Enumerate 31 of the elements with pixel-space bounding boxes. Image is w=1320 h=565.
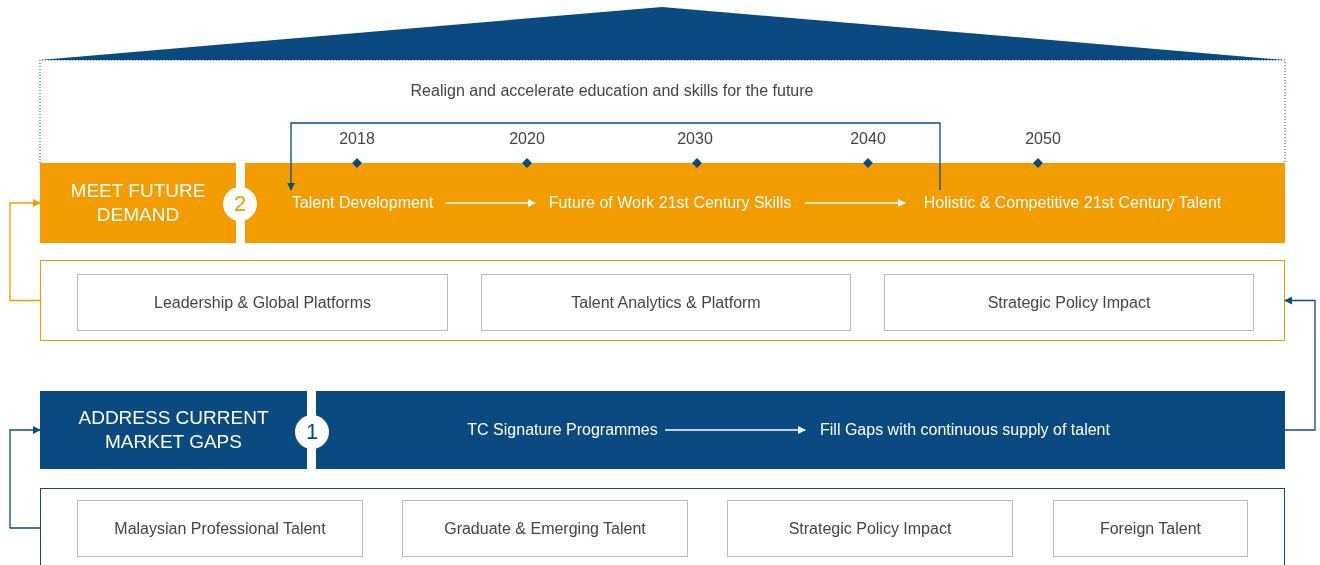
banner-bar: [40, 391, 1285, 469]
programme-stage: Fill Gaps with continuous supply of talent: [805, 417, 1125, 443]
year-label: 2020: [509, 130, 545, 148]
timeline-stage: Future of Work 21st Century Skills: [535, 190, 805, 216]
arrow: [9, 199, 41, 302]
arrow: [664, 426, 806, 434]
outlined-panel: [40, 488, 1285, 565]
talent-box: Strategic Policy Impact: [727, 500, 1013, 557]
talent-box: Graduate & Emerging Talent: [402, 500, 688, 557]
timeline-stage: Talent Development: [280, 190, 445, 216]
caption-text: Realign and accelerate education and skills for the future: [410, 82, 814, 100]
timeline-stage: Holistic & Competitive 21st Century Talent: [905, 190, 1240, 216]
year-label: 2050: [1025, 130, 1061, 148]
year-label: 2018: [339, 130, 375, 148]
pillar-box: Strategic Policy Impact: [884, 274, 1254, 331]
pillar-box: Leadership & Global Platforms: [77, 274, 448, 331]
arrow: [444, 199, 536, 207]
talent-box: Foreign Talent: [1053, 500, 1248, 557]
arrow: [1284, 296, 1316, 431]
step-number: 1: [295, 415, 329, 449]
year-label: 2040: [850, 130, 886, 148]
arrow: [9, 426, 41, 529]
year-label: 2030: [677, 130, 713, 148]
arrow: [287, 122, 941, 191]
arrow: [804, 199, 906, 207]
banner-bar: [40, 163, 1285, 243]
talent-box: Malaysian Professional Talent: [77, 500, 363, 557]
programme-stage: TC Signature Programmes: [460, 417, 665, 443]
pillar-box: Talent Analytics & Platform: [481, 274, 851, 331]
step-number: 2: [223, 187, 257, 221]
outlined-panel: [40, 260, 1285, 341]
